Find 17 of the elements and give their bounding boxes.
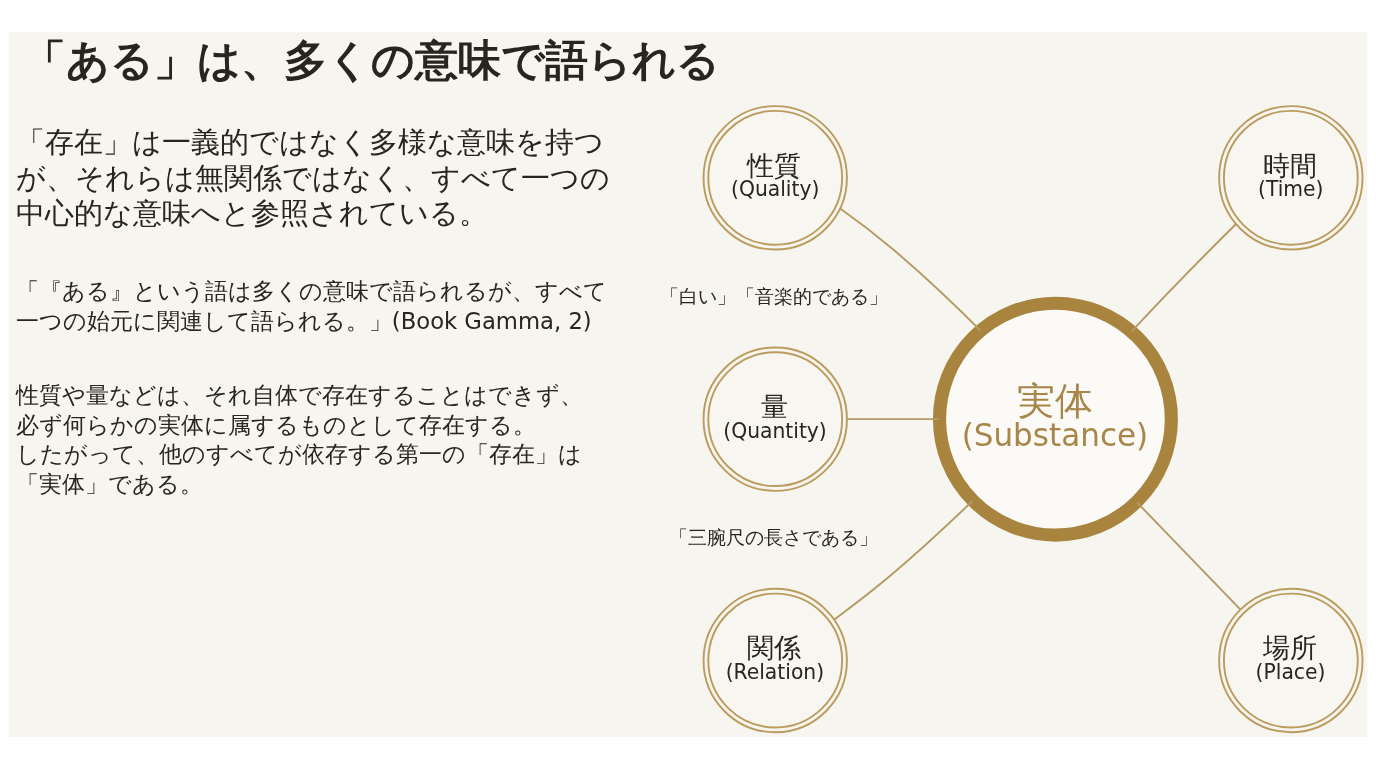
connector	[1135, 500, 1242, 610]
node-circle: 場所 (Place)	[1218, 587, 1364, 733]
node-circle: 関係 (Relation)	[702, 587, 848, 733]
label: 「『ある』という語は多くの意味で語られるが、すべて一つの始元に関連して語られる。」(Book Gamma, 2)	[15, 277, 607, 334]
node-label: 「三腕尺の長さである」	[668, 525, 878, 549]
node-circle: 性質 (Quality)	[702, 104, 848, 250]
label: 性質や量などは、それ自体で存在することはできず、必ず何らかの実体に属するものとして存在する。したがって、他のすべてが依存する第一の「存在」は「実体」である。	[15, 381, 583, 497]
connector	[839, 207, 982, 332]
diagram-title: 「ある」は、多くの意味で語られる	[23, 34, 721, 85]
connector	[833, 499, 974, 620]
node-label: 「白い」「音楽的である」	[659, 284, 888, 308]
connector	[1130, 222, 1237, 332]
node-circle: 時間 (Time)	[1218, 104, 1364, 250]
node-circle: 実体 (Substance)	[932, 296, 1178, 542]
node-circle: 量 (Quantity)	[702, 346, 848, 492]
connector	[846, 417, 941, 420]
label: 「存在」は一義的ではなく多様な意味を持つが、それらは無関係ではなく、すべて一つの中心的な意味へと参照されている。	[15, 124, 610, 230]
